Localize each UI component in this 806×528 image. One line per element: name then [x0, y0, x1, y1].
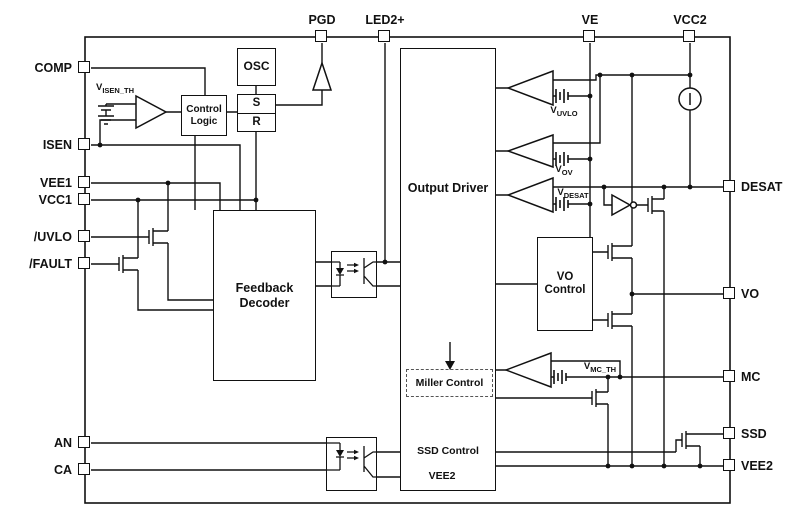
- uvlo-fet: [91, 183, 213, 301]
- battery-vov: [555, 152, 569, 166]
- fault-fet: [91, 200, 213, 311]
- pin-pad-vee2: [723, 459, 735, 471]
- junction-dots: [97, 72, 703, 469]
- control-logic-block: Control Logic: [181, 95, 227, 136]
- battery-vuvlo: [555, 89, 569, 103]
- output-driver-label: Output Driver: [407, 181, 489, 195]
- pin-label-ve: VE: [581, 13, 599, 27]
- desat-clamp-fet: [647, 187, 665, 466]
- pin-pad-led2: [378, 30, 390, 42]
- vo-control-block: VO Control: [537, 237, 593, 331]
- pin-pad-vee1: [78, 176, 90, 188]
- ssd-fet: [496, 431, 723, 466]
- visen-base: V: [96, 82, 103, 93]
- pin-pad-isen: [78, 138, 90, 150]
- optocoupler1-symbol: [331, 258, 377, 287]
- pin-label-vcc1: VCC1: [38, 193, 72, 207]
- battery-vmc-th: [553, 370, 567, 384]
- pin-pad-uvlo: [78, 230, 90, 242]
- vo-control-label: VO Control: [544, 270, 586, 296]
- vov-sub: OV: [561, 167, 573, 177]
- miller-clamp-fet: [496, 377, 609, 466]
- pin-label-an: AN: [53, 436, 72, 450]
- pin-pad-comp: [78, 61, 90, 73]
- threshold-label-vdesat: VDESAT: [544, 188, 602, 201]
- pin-pad-pgd: [315, 30, 327, 42]
- vov-base: V: [555, 164, 562, 175]
- miller-control-block: Miller Control: [406, 369, 493, 397]
- wires-left: [91, 43, 400, 478]
- threshold-label-vmc-th: VMC_TH: [572, 362, 628, 375]
- pin-label-desat: DESAT: [741, 180, 783, 194]
- pin-label-pgd: PGD: [308, 13, 336, 27]
- sr-latch-block: S R: [237, 94, 276, 132]
- optocoupler1-box: [331, 251, 377, 298]
- comparator-uvlo: [505, 69, 554, 107]
- ground-symbol: [98, 115, 114, 125]
- optocoupler2-box: [326, 437, 377, 491]
- osc-block: OSC: [237, 48, 276, 86]
- vdesat-sub: DESAT: [563, 190, 589, 200]
- pin-pad-vo: [723, 287, 735, 299]
- pin-label-uvlo: /UVLO: [33, 230, 72, 244]
- pin-pad-ca: [78, 463, 90, 475]
- pin-pad-vcc2: [683, 30, 695, 42]
- vo-high-side-fet: [593, 75, 633, 294]
- pin-label-mc: MC: [741, 370, 761, 384]
- desat-inverter: [611, 193, 638, 217]
- feedback-decoder-block: Feedback Decoder: [213, 210, 316, 381]
- pin-label-vee2: VEE2: [741, 459, 773, 473]
- pin-pad-ssd: [723, 427, 735, 439]
- threshold-label-visen-th: VISEN_TH: [96, 83, 134, 96]
- vee2-internal-label: VEE2: [428, 470, 456, 482]
- sr-latch-s-input: S: [238, 95, 275, 114]
- desat-current-source: [678, 87, 702, 111]
- pin-pad-desat: [723, 180, 735, 192]
- pin-label-ca: CA: [53, 463, 72, 477]
- wires-right: [496, 43, 723, 467]
- vdesat-base: V: [557, 187, 564, 198]
- osc-label: OSC: [243, 59, 270, 74]
- pin-pad-fault: [78, 257, 90, 269]
- output-driver-block: Output Driver: [400, 48, 496, 491]
- pin-label-vee1: VEE1: [40, 176, 72, 190]
- pin-label-vo: VO: [741, 287, 760, 301]
- pin-pad-vcc1: [78, 193, 90, 205]
- battery-visen-th: [98, 105, 114, 111]
- vmc-base: V: [583, 361, 591, 372]
- ssd-control-label: SSD Control: [417, 445, 479, 457]
- pin-label-comp: COMP: [34, 61, 73, 75]
- comparator-mc-th: [503, 351, 552, 389]
- vuvlo-sub: UVLO: [556, 108, 578, 118]
- pin-pad-ve: [583, 30, 595, 42]
- comparator-desat: [505, 176, 554, 214]
- sr-latch-r-input: R: [252, 115, 261, 128]
- miller-control-label: Miller Control: [415, 376, 484, 389]
- pin-pad-mc: [723, 370, 735, 382]
- vo-low-side-fet: [593, 294, 633, 466]
- pin-label-isen: ISEN: [42, 138, 72, 152]
- package-outline: [84, 36, 731, 504]
- miller-control-arrow: [445, 342, 455, 370]
- pin-label-ssd: SSD: [741, 427, 767, 441]
- vuvlo-base: V: [550, 105, 557, 116]
- pin-label-vcc2: VCC2: [673, 13, 707, 27]
- threshold-label-vuvlo: VUVLO: [538, 106, 590, 119]
- control-logic-label: Control Logic: [186, 104, 222, 127]
- threshold-label-vov: VOV: [538, 165, 590, 178]
- comparator-isen-th: [135, 94, 168, 130]
- pin-label-fault: /FAULT: [29, 257, 72, 271]
- pin-pad-an: [78, 436, 90, 448]
- optocoupler2-symbol: [326, 442, 377, 478]
- vmc-sub: MC_TH: [590, 364, 617, 374]
- feedback-decoder-label: Feedback Decoder: [235, 281, 294, 310]
- pgd-buffer: [311, 60, 333, 91]
- visen-sub: ISEN_TH: [102, 85, 135, 95]
- comparator-ov: [505, 133, 554, 169]
- pin-label-led2: LED2+: [365, 13, 405, 27]
- battery-vdesat: [555, 197, 569, 211]
